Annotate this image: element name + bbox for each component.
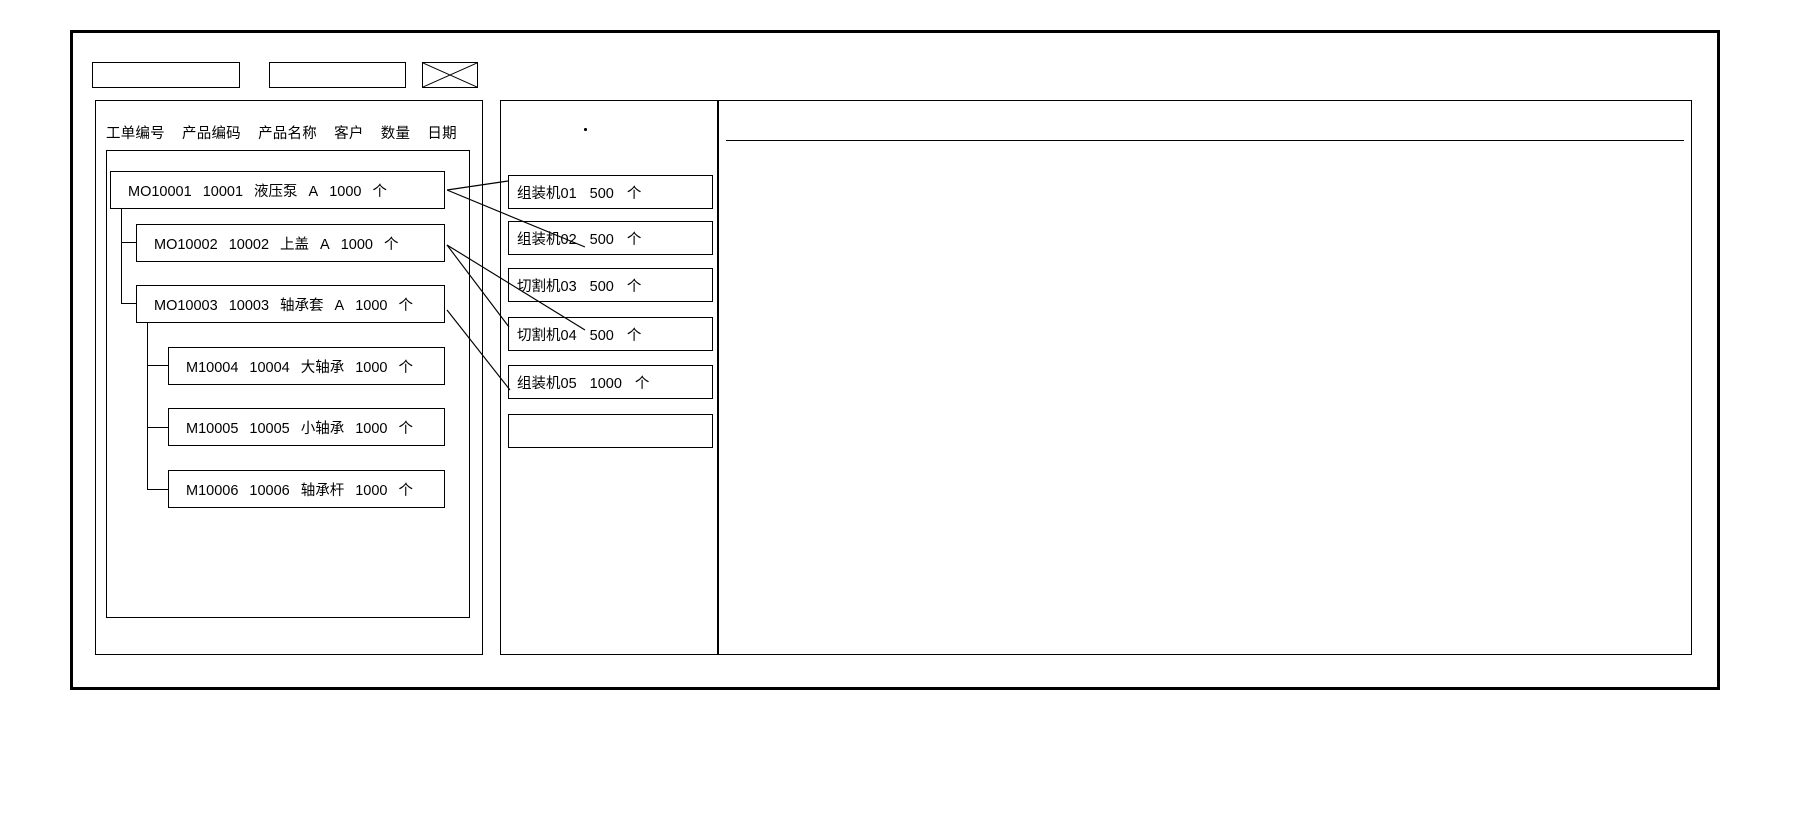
- work-order-row[interactable]: M10005 10005 小轴承 1000 个: [168, 408, 445, 446]
- cell-order-no: MO10001: [128, 183, 192, 200]
- cell-order-no: MO10003: [154, 297, 218, 314]
- machine-unit: 个: [626, 327, 642, 344]
- work-order-row-cells: M10005 10005 小轴承 1000 个: [169, 417, 413, 438]
- cell-customer: A: [308, 183, 319, 200]
- cell-product-code: 10005: [249, 420, 290, 437]
- machine-box-empty[interactable]: [508, 414, 713, 448]
- cell-order-no: M10006: [186, 482, 239, 499]
- column-header-product-name: 产品名称: [258, 126, 317, 142]
- machine-name: 切割机04: [517, 327, 577, 344]
- cell-product-code: 10004: [249, 359, 290, 376]
- machine-qty: 500: [589, 327, 614, 344]
- cell-product-code: 10003: [228, 297, 270, 314]
- cell-product-name: 轴承杆: [300, 482, 345, 499]
- machine-qty: 500: [589, 231, 614, 248]
- cell-order-no: MO10002: [154, 236, 218, 253]
- work-order-row[interactable]: MO10002 10002 上盖 A 1000 个: [136, 224, 445, 262]
- work-order-row-cells: MO10001 10001 液压泵 A 1000 个: [111, 180, 387, 201]
- cell-product-name: 轴承套: [280, 297, 324, 314]
- machine-name: 组装机05: [517, 375, 577, 392]
- machine-box-cells: 切割机04 500 个: [509, 324, 641, 345]
- column-header-date: 日期: [427, 126, 457, 142]
- work-order-row[interactable]: M10004 10004 大轴承 1000 个: [168, 347, 445, 385]
- machine-name: 组装机02: [517, 231, 577, 248]
- machine-box[interactable]: 组装机05 1000 个: [508, 365, 713, 399]
- machine-box[interactable]: 组装机01 500 个: [508, 175, 713, 209]
- column-header-product-code: 产品编码: [182, 126, 241, 142]
- cell-unit: 个: [383, 236, 399, 253]
- tree-connector-level2: [147, 318, 169, 490]
- cell-product-code: 10006: [249, 482, 290, 499]
- cell-product-name: 大轴承: [300, 359, 345, 376]
- tree-connector-level1: [121, 200, 147, 304]
- detail-panel: [718, 100, 1692, 655]
- column-header-quantity: 数量: [380, 126, 411, 142]
- cell-quantity: 1000: [329, 183, 362, 200]
- cell-product-code: 10002: [228, 236, 270, 253]
- machine-qty: 500: [589, 278, 614, 295]
- cell-quantity: 1000: [340, 236, 373, 253]
- machine-box-cells: 组装机05 1000 个: [509, 372, 649, 393]
- machine-box-cells: 切割机03 500 个: [509, 275, 641, 296]
- work-order-column-headers: 工单编号 产品编码 产品名称 客户 数量 日期: [106, 122, 457, 143]
- machine-name: 组装机01: [517, 185, 577, 202]
- cell-customer: A: [334, 297, 345, 314]
- machine-unit: 个: [626, 231, 642, 248]
- cell-customer: A: [320, 236, 330, 253]
- machine-box-cells: 组装机01 500 个: [509, 182, 641, 203]
- cell-order-no: M10005: [186, 420, 239, 437]
- cell-product-name: 小轴承: [300, 420, 345, 437]
- cell-unit: 个: [398, 359, 414, 376]
- machine-qty: 1000: [589, 375, 622, 392]
- cell-quantity: 1000: [355, 359, 388, 376]
- cell-product-name: 液压泵: [254, 183, 298, 200]
- machine-box[interactable]: 切割机03 500 个: [508, 268, 713, 302]
- machine-unit: 个: [626, 185, 642, 202]
- cell-unit: 个: [372, 183, 387, 200]
- work-order-row-cells: M10004 10004 大轴承 1000 个: [169, 356, 413, 377]
- machine-unit: 个: [626, 278, 642, 295]
- cell-quantity: 1000: [355, 482, 388, 499]
- machine-qty: 500: [589, 185, 614, 202]
- cell-order-no: M10004: [186, 359, 239, 376]
- work-order-row-cells: M10006 10006 轴承杆 1000 个: [169, 479, 413, 500]
- work-order-row[interactable]: M10006 10006 轴承杆 1000 个: [168, 470, 445, 508]
- toolbar-field-2[interactable]: [269, 62, 406, 88]
- detail-panel-header-divider: [726, 140, 1684, 141]
- machine-box[interactable]: 切割机04 500 个: [508, 317, 713, 351]
- machine-box-cells: 组装机02 500 个: [509, 228, 641, 249]
- image-placeholder-icon[interactable]: [422, 62, 478, 88]
- cell-quantity: 1000: [355, 420, 388, 437]
- machine-box[interactable]: 组装机02 500 个: [508, 221, 713, 255]
- cell-quantity: 1000: [355, 297, 388, 314]
- toolbar-field-1[interactable]: [92, 62, 240, 88]
- column-header-order-no: 工单编号: [106, 126, 165, 142]
- panel-marker-dot: [584, 128, 587, 131]
- machine-unit: 个: [634, 375, 650, 392]
- machine-name: 切割机03: [517, 278, 577, 295]
- column-header-customer: 客户: [334, 126, 364, 142]
- cell-unit: 个: [398, 482, 414, 499]
- work-order-row[interactable]: MO10003 10003 轴承套 A 1000 个: [136, 285, 445, 323]
- work-order-row-cells: MO10002 10002 上盖 A 1000 个: [137, 233, 398, 254]
- work-order-row-cells: MO10003 10003 轴承套 A 1000 个: [137, 294, 413, 315]
- cell-unit: 个: [398, 420, 414, 437]
- work-order-row[interactable]: MO10001 10001 液压泵 A 1000 个: [110, 171, 445, 209]
- cell-product-name: 上盖: [280, 236, 310, 253]
- cell-product-code: 10001: [202, 183, 244, 200]
- cell-unit: 个: [398, 297, 413, 314]
